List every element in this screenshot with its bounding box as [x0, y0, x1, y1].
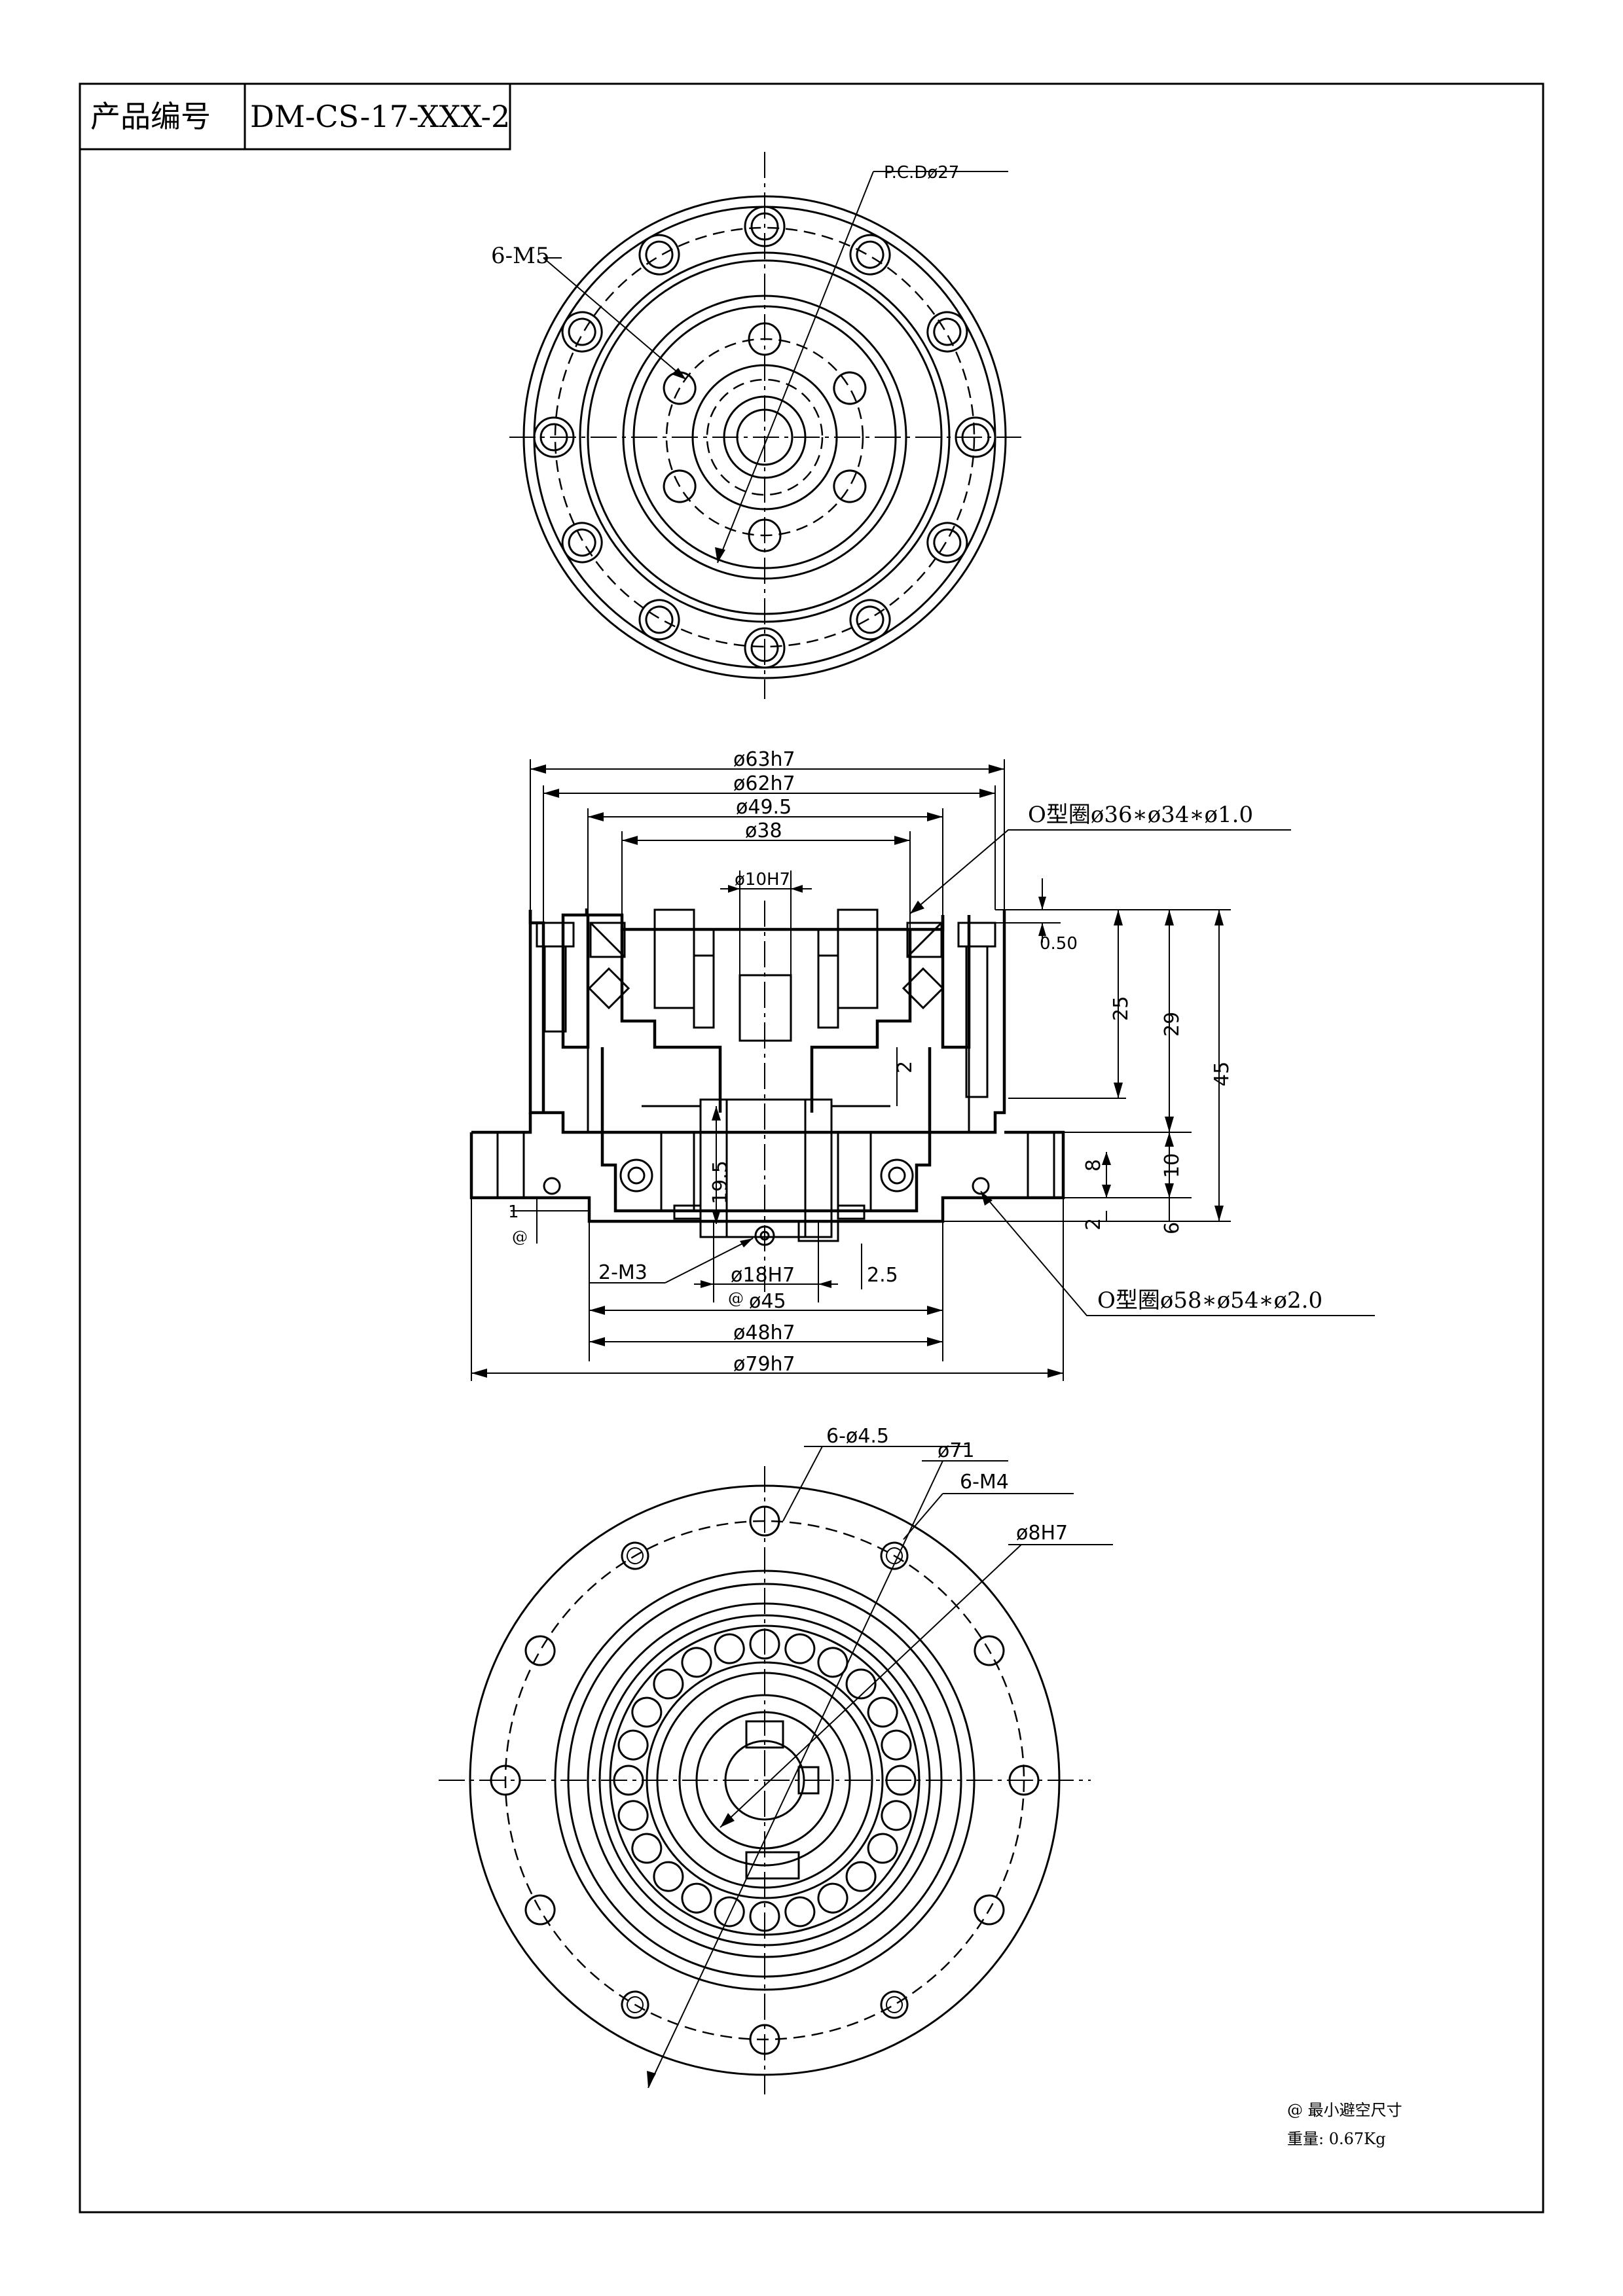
inner-m5-holes [663, 322, 867, 552]
dim-25: 25 [1110, 996, 1133, 1021]
holes-label: 6-ø4.5 [826, 1425, 889, 1448]
bottom-view: 6-ø4.5 ø71 6-M4 ø8H7 [439, 1425, 1113, 2094]
dim-38: ø38 [745, 819, 782, 842]
dim-1: 1 [508, 1202, 519, 1222]
pcd-71-label: ø71 [938, 1439, 975, 1462]
dim-48h7: ø48h7 [733, 1321, 795, 1344]
dim-10: 10 [1161, 1153, 1184, 1178]
thread-m4-label: 6-M4 [960, 1471, 1009, 1494]
dim-10h7: ø10H7 [735, 870, 790, 889]
depth-2-5: 2.5 [867, 1264, 898, 1287]
oring-bottom-label: O型圈ø58∗ø54∗ø2.0 [1097, 1287, 1322, 1314]
dim-2-upper: 2 [894, 1061, 917, 1073]
drawing-frame [79, 82, 1544, 2214]
bottom-dimensions: @ ø45 ø48h7 ø79h7 [471, 1198, 1064, 1381]
mounting-holes [490, 1505, 1040, 2055]
dim-6: 6 [1161, 1222, 1184, 1234]
dim-45: 45 [1211, 1062, 1233, 1086]
roller-ring [613, 1628, 917, 1932]
dim-gap-050: 0.50 [1040, 934, 1078, 954]
dim-62h7: ø62h7 [733, 772, 795, 795]
dim-29: 29 [1161, 1012, 1184, 1037]
bore-8h7-label: ø8H7 [1016, 1522, 1068, 1545]
title-block: 产品编号 DM-CS-17-XXX-2 [79, 82, 511, 151]
dim-8: 8 [1082, 1159, 1105, 1172]
top-pcd-label: P.C.Dø27 [884, 163, 959, 183]
top-thread-label: 6-M5 [491, 243, 550, 269]
clearance-note: @ 最小避空尺寸 [1287, 2101, 1402, 2119]
dim-2-right: 2 [1082, 1218, 1105, 1230]
notes: @ 最小避空尺寸 重量: 0.67Kg [1287, 2101, 1402, 2148]
bore-18h7: ø18H7 [731, 1264, 795, 1287]
dim-19-5: 19.5 [709, 1160, 732, 1204]
oring-top-label: O型圈ø36∗ø34∗ø1.0 [1028, 802, 1253, 828]
weight-note: 重量: 0.67Kg [1287, 2130, 1385, 2148]
section-view: ø63h7 ø62h7 ø49.5 ø38 ø10H7 [469, 748, 1375, 1381]
at-mark-left: @ [512, 1228, 528, 1246]
thread-m3-label: 2-M3 [598, 1261, 647, 1284]
dim-49-5: ø49.5 [736, 796, 792, 819]
dim-45-dia: ø45 [749, 1290, 786, 1313]
dim-79h7: ø79h7 [733, 1353, 795, 1376]
product-code: DM-CS-17-XXX-2 [250, 99, 510, 134]
top-view: P.C.Dø27 6-M5 [491, 152, 1021, 699]
title-label: 产品编号 [90, 99, 211, 134]
dim-63h7: ø63h7 [733, 748, 795, 771]
at-mark-bottom: @ [728, 1289, 744, 1308]
outer-bolt-holes [533, 206, 996, 669]
top-dimensions: ø63h7 ø62h7 ø49.5 ø38 ø10H7 [530, 748, 1005, 975]
